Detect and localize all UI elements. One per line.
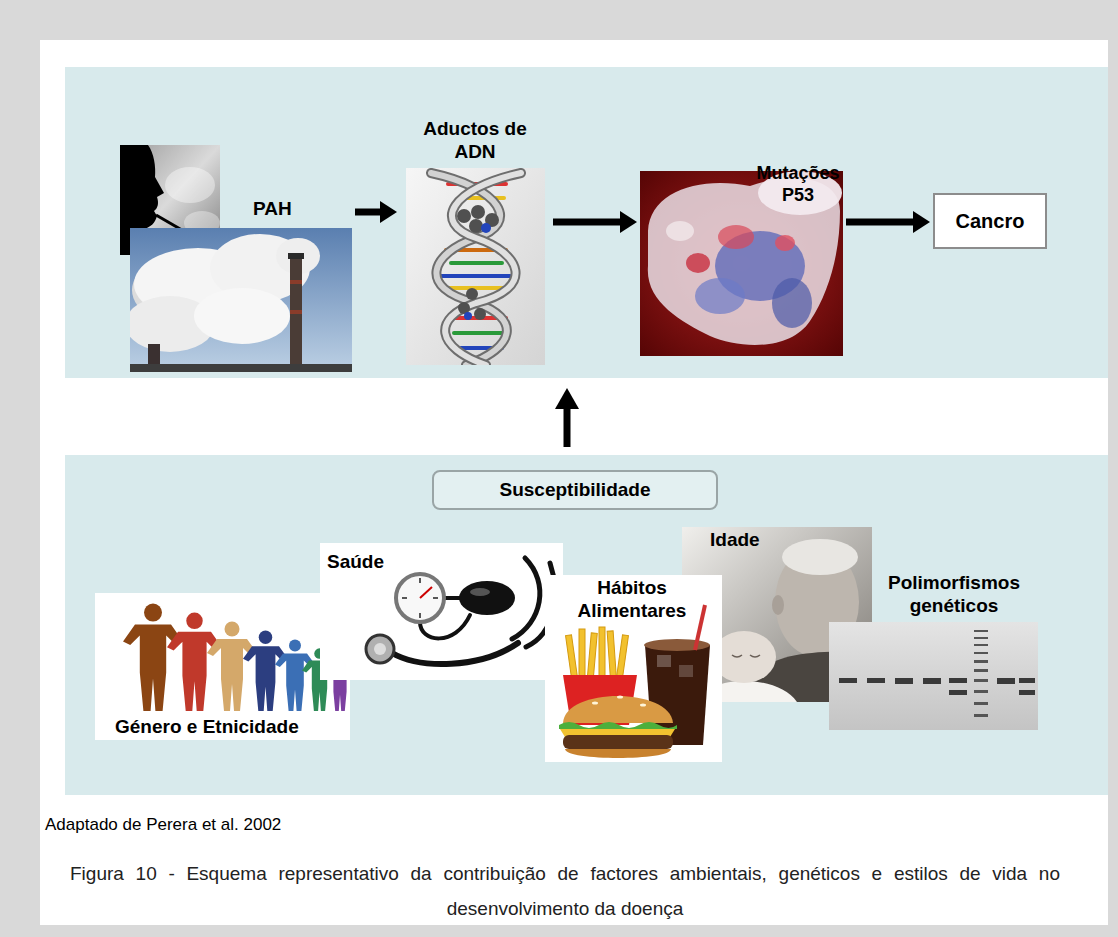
node-label: Cancro: [956, 209, 1025, 233]
node-label: Susceptibilidade: [500, 479, 651, 502]
health-picture: Saúde: [320, 543, 563, 680]
node-label: Aductos de ADN: [418, 118, 532, 164]
gel-picture: [829, 622, 1038, 730]
genetics-picture: Polimorfismos genéticos: [829, 572, 1040, 730]
age-picture: Idade: [682, 527, 872, 702]
figure-caption: Figura 10 - Esquema representativo da co…: [70, 856, 1060, 926]
node-label: Polimorfismos genéticos: [869, 572, 1039, 618]
process-box: Cancro: [933, 193, 1047, 249]
susceptibility-box: Susceptibilidade: [432, 470, 718, 510]
pah-picture: PAH: [120, 145, 352, 372]
chimney-picture: [130, 228, 352, 372]
node-label: Hábitos Alimentares: [557, 577, 707, 623]
flow-arrow: [355, 201, 397, 223]
node-label: PAH: [253, 198, 323, 221]
node-label: Idade: [710, 529, 800, 552]
caption-holder: Figura 10 - Esquema representativo da co…: [70, 856, 1060, 926]
diet-picture: Hábitos Alimentares: [545, 575, 722, 762]
dna-adducts-picture: Aductos de ADN: [400, 118, 550, 365]
node-label: Saúde: [327, 551, 417, 574]
node-label: Mutações P53: [754, 163, 842, 206]
dna-picture: [406, 168, 545, 365]
source-note: Adaptado de Perera et al. 2002: [45, 815, 645, 835]
gender-picture: Género e Etnicidade: [95, 593, 350, 740]
flow-arrow: [846, 211, 930, 233]
node-label: Género e Etnicidade: [115, 716, 347, 739]
influence-arrow: [550, 385, 584, 450]
p53-picture: Mutações P53: [640, 163, 843, 356]
flow-arrow: [553, 211, 637, 233]
label-holder: Adaptado de Perera et al. 2002: [45, 815, 645, 835]
